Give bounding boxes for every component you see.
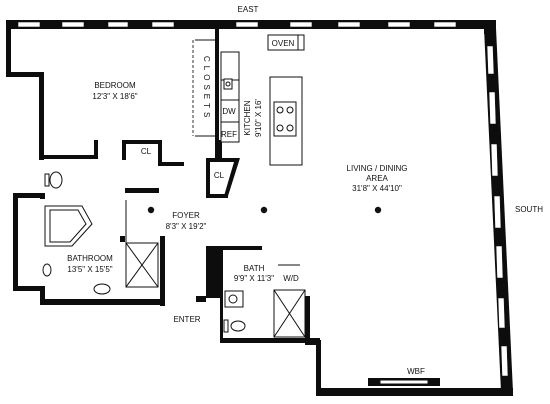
enter-label: ENTER bbox=[173, 315, 200, 324]
living-dims: 31'8" X 44'10" bbox=[352, 184, 402, 193]
wbf-label: WBF bbox=[407, 367, 425, 376]
cl-label-1: CL bbox=[141, 147, 152, 156]
oven-label: OVEN bbox=[272, 39, 295, 48]
cl-label-2: CL bbox=[214, 171, 225, 180]
fixtures bbox=[42, 34, 440, 386]
dw-label: DW bbox=[222, 107, 236, 116]
living-name-1: LIVING / DINING bbox=[347, 164, 408, 173]
labels: EAST SOUTH BEDROOM 12'3" X 18'6" CLOSETS… bbox=[67, 5, 543, 376]
wd-label: W/D bbox=[283, 274, 299, 283]
bath-dims: 9'9" X 11'3" bbox=[234, 274, 274, 283]
kitchen-name: KITCHEN bbox=[243, 100, 252, 135]
ref-label: REF bbox=[221, 130, 237, 139]
bedroom-name: BEDROOM bbox=[94, 81, 136, 90]
closets-label: CLOSETS bbox=[202, 56, 211, 121]
bathroom-name: BATHROOM bbox=[67, 254, 113, 263]
foyer-dims: 8'3" X 19'2" bbox=[166, 222, 207, 231]
bathroom-dims: 13'5" X 15'5" bbox=[67, 265, 112, 274]
bath-name: BATH bbox=[244, 264, 265, 273]
east-windows bbox=[17, 21, 457, 28]
bedroom-dims: 12'3" X 18'6" bbox=[92, 92, 137, 101]
kitchen-dims: 9'10" X 16' bbox=[254, 99, 263, 137]
compass-south: SOUTH bbox=[515, 205, 543, 214]
south-windows bbox=[486, 45, 509, 377]
compass-east: EAST bbox=[238, 5, 259, 14]
living-name-2: AREA bbox=[366, 174, 388, 183]
interior-walls bbox=[40, 28, 320, 343]
foyer-name: FOYER bbox=[172, 211, 200, 220]
